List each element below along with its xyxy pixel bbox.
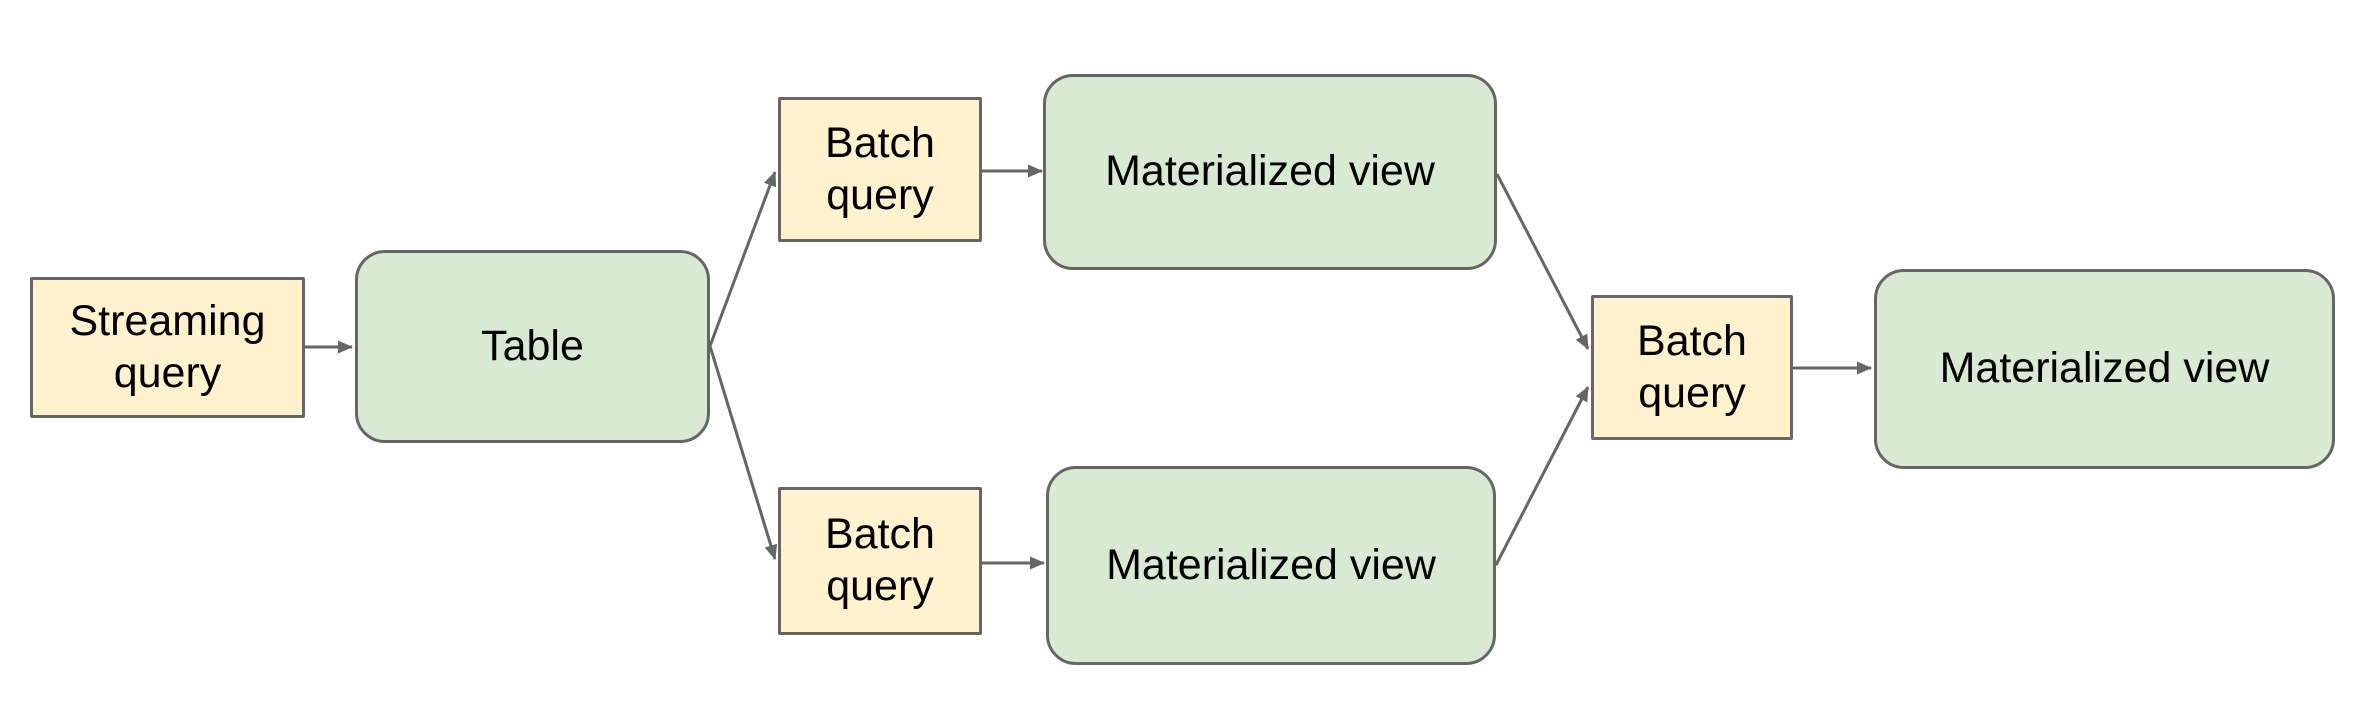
batch-query-bottom-node: Batch query — [778, 487, 982, 635]
batch-query-top-node: Batch query — [778, 97, 982, 242]
materialized-view-top-node: Materialized view — [1043, 74, 1497, 270]
batch-query-right-label: Batch query — [1637, 316, 1747, 417]
batch-query-bottom-label: Batch query — [825, 510, 935, 610]
materialized-view-right-node: Materialized view — [1874, 269, 2335, 469]
table-label: Table — [481, 321, 584, 370]
batch-query-right-node: Batch query — [1591, 295, 1793, 440]
streaming-query-node: Streaming query — [30, 277, 305, 418]
batch-query-top-label: Batch query — [825, 118, 935, 219]
edge-table-to-batch-query-bottom — [708, 345, 778, 560]
materialized-view-bottom-node: Materialized view — [1046, 466, 1496, 665]
edge-materialized-view-top-to-batch-query-right — [1495, 173, 1590, 350]
materialized-view-top-label: Materialized view — [1105, 147, 1435, 196]
table-node: Table — [355, 250, 710, 443]
edge-table-to-batch-query-top — [708, 171, 777, 347]
edge-materialized-view-bottom-to-batch-query-right — [1494, 386, 1590, 566]
materialized-view-right-label: Materialized view — [1939, 344, 2270, 393]
materialized-view-bottom-label: Materialized view — [1106, 540, 1436, 589]
streaming-query-label: Streaming query — [69, 296, 266, 397]
